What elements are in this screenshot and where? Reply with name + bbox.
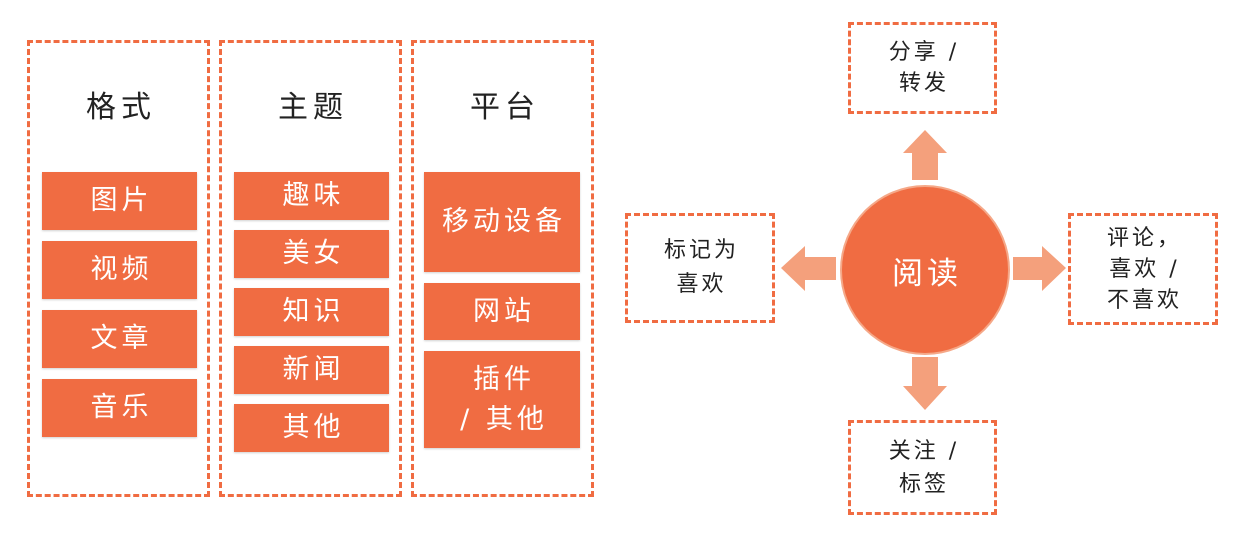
platform-item-websites: 网站 bbox=[424, 283, 580, 340]
platform-column: 平台 移动设备 网站 插件 / 其他 bbox=[411, 40, 594, 497]
comment-line-2: 喜欢 / bbox=[1109, 256, 1180, 282]
share-line-2: 转发 bbox=[898, 71, 949, 96]
item-label: 知识 bbox=[282, 296, 345, 327]
arrow-up-to-share bbox=[903, 130, 947, 180]
follow-line-2: 标签 bbox=[898, 471, 949, 497]
mark-like-line-1: 标记为 bbox=[663, 238, 739, 263]
topic-item-news: 新闻 bbox=[234, 346, 389, 394]
format-item-music: 音乐 bbox=[42, 379, 197, 437]
item-label-line-2: / 其他 bbox=[460, 403, 548, 435]
item-label: 视频 bbox=[90, 254, 153, 285]
item-label: 音乐 bbox=[90, 392, 153, 423]
mark-like-box: 标记为 喜欢 bbox=[625, 213, 775, 323]
format-item-list: 图片 视频 文章 音乐 bbox=[42, 172, 197, 437]
platform-column-header: 平台 bbox=[470, 90, 540, 125]
topic-item-list: 趣味 美女 知识 新闻 其他 bbox=[234, 172, 389, 452]
arrow-right-to-comment bbox=[1013, 246, 1066, 291]
topic-item-beauty: 美女 bbox=[234, 230, 389, 278]
item-label: 图片 bbox=[90, 185, 153, 216]
share-box: 分享 / 转发 bbox=[848, 22, 997, 114]
item-label: 文章 bbox=[90, 323, 153, 354]
comment-line-3: 不喜欢 bbox=[1106, 287, 1182, 313]
share-line-1: 分享 / bbox=[888, 40, 960, 65]
platform-item-plugins-other: 插件 / 其他 bbox=[424, 351, 580, 448]
mark-like-line-2: 喜欢 bbox=[676, 272, 727, 297]
item-label-line-1: 插件 bbox=[473, 363, 535, 395]
item-label: 网站 bbox=[473, 295, 535, 327]
reading-hub: 阅读 bbox=[842, 187, 1008, 353]
format-item-videos: 视频 bbox=[42, 241, 197, 299]
comment-line-1: 评论， bbox=[1106, 225, 1182, 251]
arrow-left-to-mark-like bbox=[781, 246, 836, 291]
item-label: 趣味 bbox=[282, 180, 345, 211]
format-item-articles: 文章 bbox=[42, 310, 197, 368]
item-label: 移动设备 bbox=[442, 206, 566, 237]
platform-item-mobile-devices: 移动设备 bbox=[424, 172, 580, 272]
arrow-down-to-follow bbox=[903, 357, 947, 410]
format-column: 格式 图片 视频 文章 音乐 bbox=[27, 40, 210, 497]
topic-item-other: 其他 bbox=[234, 404, 389, 452]
follow-box: 关注 / 标签 bbox=[848, 420, 997, 515]
platform-item-list: 移动设备 网站 插件 / 其他 bbox=[424, 172, 580, 448]
format-column-header: 格式 bbox=[86, 90, 156, 125]
topic-item-fun: 趣味 bbox=[234, 172, 389, 220]
hub-label: 阅读 bbox=[892, 255, 962, 292]
follow-line-1: 关注 / bbox=[888, 438, 960, 464]
format-item-images: 图片 bbox=[42, 172, 197, 230]
topic-column-header: 主题 bbox=[278, 90, 348, 125]
topic-item-knowledge: 知识 bbox=[234, 288, 389, 336]
topic-column: 主题 趣味 美女 知识 新闻 其他 bbox=[219, 40, 402, 497]
item-label: 新闻 bbox=[282, 354, 345, 385]
item-label: 其他 bbox=[282, 412, 345, 443]
item-label: 美女 bbox=[282, 238, 345, 269]
comment-box: 评论， 喜欢 / 不喜欢 bbox=[1068, 213, 1218, 325]
